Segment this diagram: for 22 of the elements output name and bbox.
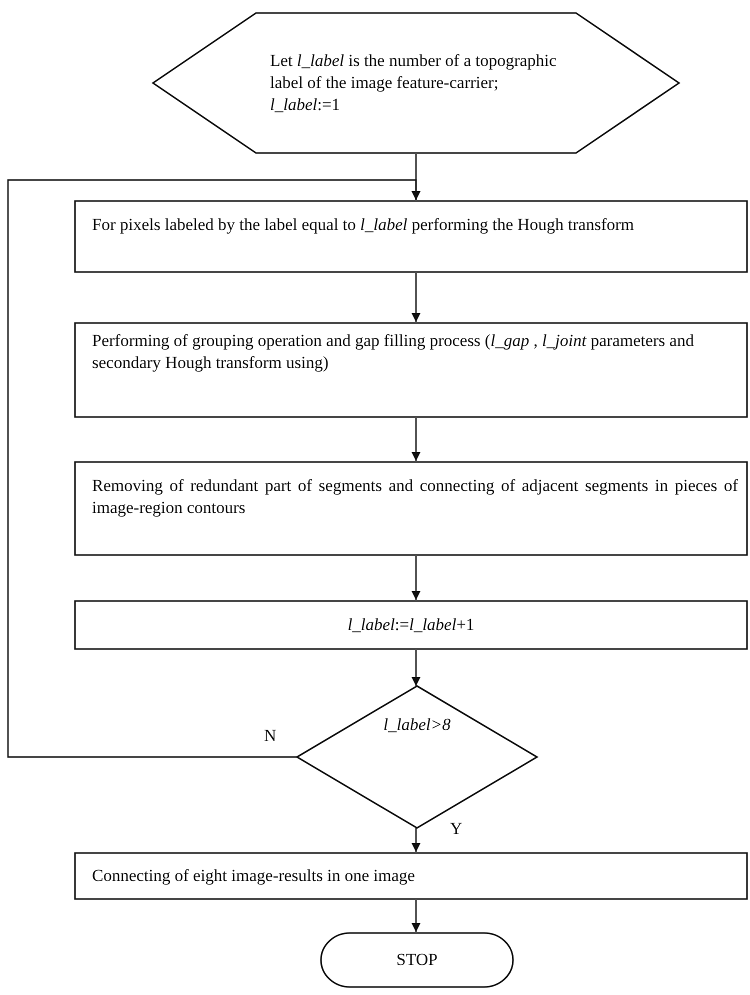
start-hexagon <box>152 12 680 154</box>
node-text: Let l_label is the number of a topographic label of the image feature-carrier; l_label:=1 <box>270 50 558 116</box>
process-box <box>74 200 748 273</box>
terminal-shape <box>320 932 514 988</box>
arrow <box>412 418 420 461</box>
node-text: Connecting of eight image-results in one image <box>92 864 416 887</box>
node-text: For pixels labeled by the label equal to l_label performing the Hough transform <box>92 214 635 236</box>
arrow <box>412 828 420 852</box>
process-box <box>74 852 748 900</box>
process-box <box>74 322 748 418</box>
arrow <box>412 273 420 322</box>
node-text: l_label:=l_label+1 <box>348 614 474 636</box>
arrow <box>412 556 420 600</box>
node-text: STOP <box>396 948 438 971</box>
arrow <box>412 900 420 932</box>
node-text: Performing of grouping operation and gap filling process (l_gap , l_joint parameters and secondary Hough transform using) <box>92 330 695 374</box>
node-text: Removing of redundant part of segments and connecting of adjacent segments in pieces of image-region contours <box>92 475 738 520</box>
arrow <box>412 650 420 686</box>
arrow <box>7 179 420 758</box>
process-box <box>74 461 748 556</box>
process-box <box>74 600 748 650</box>
node-text: l_label>8 <box>383 714 451 736</box>
